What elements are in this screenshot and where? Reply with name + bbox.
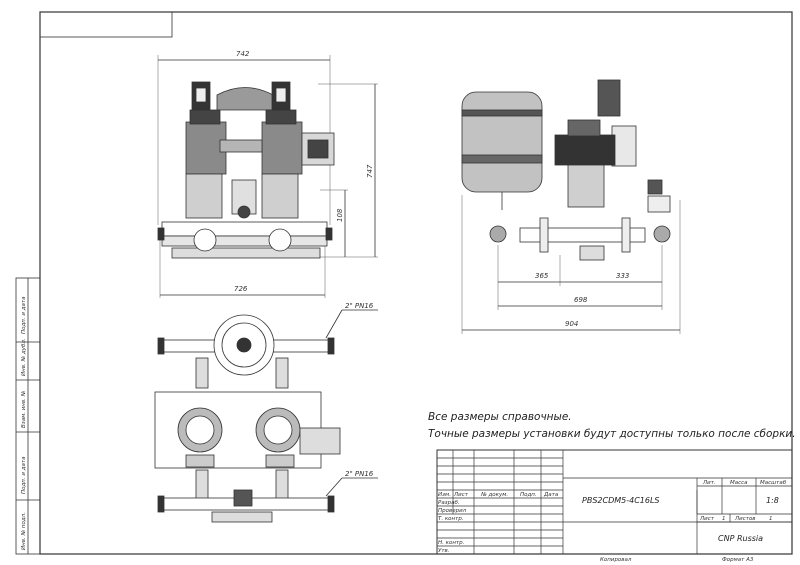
side-view: [461, 79, 681, 334]
dim-front-width-top: 742: [236, 50, 250, 58]
tb-row-prover: Проверил: [438, 508, 467, 514]
dim-side-right: 333: [616, 272, 629, 280]
side-stamp-label-2: Инв. № дубл.: [21, 338, 27, 376]
tb-h-lit: Лит.: [702, 480, 716, 486]
side-stamp-label-1: Подп. и дата: [21, 296, 27, 334]
tb-row-nkontr: Н. контр.: [438, 540, 465, 546]
tb-listov-label: Листов: [734, 516, 756, 522]
tb-col-data: Дата: [543, 492, 559, 498]
dim-side-left: 365: [535, 272, 549, 280]
tb-kopiroval: Копировал: [600, 557, 632, 563]
tb-col-izm: Изм.: [438, 492, 451, 498]
tb-listov-value: 1: [769, 516, 773, 522]
tb-scale-value: 1:8: [766, 496, 779, 505]
tb-designation: PBS2CDM5-4C16LS: [582, 496, 660, 505]
tb-h-massa: Масса: [730, 480, 748, 486]
side-stamp: [15, 277, 41, 555]
pipe-label-top: 2" PN16: [345, 302, 374, 310]
top-view: [154, 309, 378, 523]
note-line-1: Все размеры справочные.: [428, 411, 572, 423]
tb-h-masshtab: Масштаб: [760, 480, 787, 486]
dim-front-base-height: 108: [336, 208, 344, 222]
tb-row-tkontr: Т. контр.: [438, 516, 464, 522]
tb-col-list: Лист: [453, 492, 469, 498]
dim-front-height: 747: [366, 164, 374, 178]
tb-list-label: Лист: [699, 516, 715, 522]
front-view: [157, 55, 378, 298]
tb-row-razrab: Разраб.: [438, 500, 460, 506]
tb-company: CNP Russia: [718, 534, 763, 543]
top-corner-stamp: [39, 11, 173, 38]
drawing-frame: [39, 11, 793, 555]
tb-col-podp: Подп.: [520, 492, 537, 498]
tb-list-value: 1: [722, 516, 726, 522]
pipe-label-bottom: 2" PN16: [345, 470, 374, 478]
dim-front-width-bottom: 726: [234, 285, 248, 293]
tb-format: Формат A3: [722, 557, 754, 563]
side-stamp-label-5: Инв. № подл.: [21, 512, 27, 550]
note-line-2: Точные размеры установки будут доступны …: [428, 428, 796, 440]
dim-side-middle: 698: [574, 296, 588, 304]
side-stamp-label-4: Подп. и дата: [21, 456, 27, 494]
dim-side-total: 904: [565, 320, 578, 328]
tb-row-utv: Утв.: [438, 548, 450, 554]
title-block: [436, 449, 793, 555]
side-stamp-label-3: Взам. инв. №: [21, 390, 27, 428]
tb-col-docum: № докум.: [480, 492, 508, 498]
